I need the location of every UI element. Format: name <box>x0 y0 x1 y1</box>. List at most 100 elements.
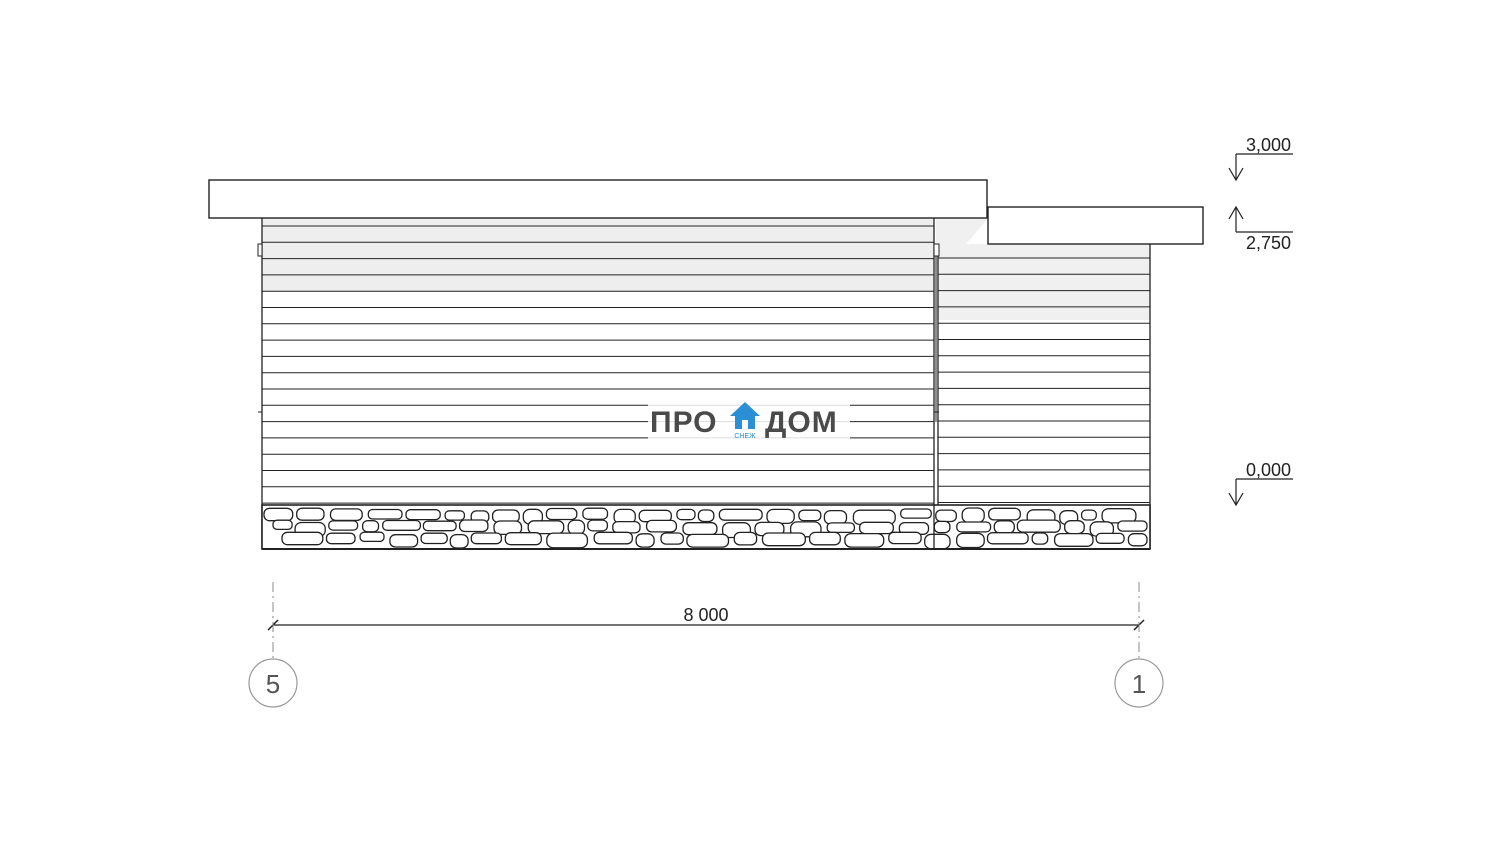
foundation-stone <box>844 532 885 548</box>
logo-text-right: ДОМ <box>765 406 838 439</box>
stone-foundation <box>261 504 1151 550</box>
foundation-stone <box>329 508 363 522</box>
foundation-stone <box>389 534 419 548</box>
axis-bubble <box>1114 658 1164 708</box>
foundation-stone <box>504 532 542 546</box>
foundation-stone <box>1117 520 1148 532</box>
foundation-stone <box>367 508 403 520</box>
foundation-stone <box>359 531 385 543</box>
arrow-down-icon <box>1228 492 1244 507</box>
foundation-stone <box>993 520 1015 534</box>
foundation-stone <box>612 520 641 534</box>
foundation-stone <box>682 522 718 536</box>
foundation-stone <box>449 533 469 549</box>
foundation-stone <box>956 532 985 549</box>
foundation-stone <box>382 519 422 531</box>
foundation-stone <box>281 531 324 546</box>
foundation-stone <box>761 532 806 547</box>
foundation-stone <box>956 521 992 533</box>
foundation-stone <box>676 508 696 521</box>
axis-label-5: 5 <box>266 669 280 699</box>
wall-main <box>261 218 935 549</box>
foundation-stone <box>986 532 1029 545</box>
elevation-mark-eave: 2,750 <box>1228 205 1293 253</box>
roof-shade-main <box>262 218 934 292</box>
logo-watermark: ПРО СНЕЖ ДОМ <box>648 402 850 440</box>
foundation-stone <box>593 531 633 545</box>
corner-trim-left <box>257 243 263 257</box>
foundation-stone <box>587 519 609 532</box>
foundation-stone <box>1127 533 1148 547</box>
foundation-stone <box>718 508 763 521</box>
foundation-stone <box>933 520 951 534</box>
foundation-stone <box>1080 509 1097 521</box>
foundation-stone <box>470 532 503 545</box>
foundation-stone <box>924 533 951 550</box>
foundation-stone <box>961 507 985 524</box>
foundation-stone <box>263 507 294 522</box>
elevation-label-top: 3,000 <box>1246 135 1291 155</box>
roof-shade-annex <box>936 244 1150 320</box>
wall-annex <box>937 244 1151 549</box>
foundation-stone <box>859 521 894 535</box>
dimension-line: 8 000 <box>267 605 1145 631</box>
foundation-stone <box>1031 532 1049 545</box>
axis-label-1: 1 <box>1132 669 1146 699</box>
foundation-stone <box>1016 519 1061 533</box>
foundation-stone <box>823 509 848 525</box>
foundation-stone <box>686 533 730 548</box>
logo-text-left: ПРО <box>650 406 718 439</box>
foundation-stone <box>645 519 678 533</box>
foundation-stone <box>545 507 578 521</box>
foundation-stone <box>826 522 856 534</box>
foundation-stone <box>567 519 586 536</box>
foundation-stone <box>635 533 655 548</box>
foundation-stone <box>405 509 441 521</box>
elevation-mark-ground: 0,000 <box>1228 460 1293 507</box>
logo-subtext: СНЕЖ <box>734 433 756 440</box>
foundation-stone <box>798 509 822 522</box>
corner-trim-middle <box>933 243 940 257</box>
foundation-stone <box>1095 532 1125 544</box>
roof-main <box>208 179 988 219</box>
foundation-stone <box>1064 520 1085 535</box>
arrow-down-icon <box>1228 167 1244 182</box>
foundation-stone <box>546 532 589 549</box>
foundation-stone <box>328 520 359 531</box>
foundation-stone <box>888 531 922 545</box>
foundation-stone <box>582 507 609 520</box>
axis-5: 5 <box>248 582 298 708</box>
foundation-stone <box>766 508 795 525</box>
elevation-label-eave: 2,750 <box>1246 233 1291 253</box>
foundation-stone <box>660 532 684 545</box>
elevation-mark-top: 3,000 <box>1228 135 1293 182</box>
axis-bubble <box>248 658 298 708</box>
foundation-stones <box>263 507 1148 550</box>
foundation-stone <box>420 532 448 545</box>
foundation-stone <box>697 509 715 523</box>
foundation-stone <box>444 510 466 521</box>
foundation-stone <box>296 507 325 521</box>
house-icon <box>730 402 760 429</box>
foundation-stone <box>808 531 841 546</box>
arrow-up-icon <box>1228 205 1244 220</box>
foundation-stone <box>361 520 380 533</box>
foundation-stone <box>422 520 457 532</box>
roof-shade-annex-corner <box>936 218 988 244</box>
foundation-stone <box>935 509 957 523</box>
dimension-label: 8 000 <box>683 605 728 625</box>
siding-main <box>262 225 934 504</box>
foundation-stone <box>527 520 565 535</box>
elevation-label-ground: 0,000 <box>1246 460 1291 480</box>
foundation-stone <box>458 519 489 533</box>
siding-annex <box>938 257 1150 503</box>
foundation-stone <box>325 532 356 545</box>
foundation-stone <box>900 508 932 519</box>
roof-annex <box>987 206 1204 245</box>
foundation-stone <box>988 507 1021 521</box>
foundation-stone <box>272 519 293 531</box>
axis-1: 1 <box>1114 582 1164 708</box>
foundation-stone <box>733 531 758 546</box>
